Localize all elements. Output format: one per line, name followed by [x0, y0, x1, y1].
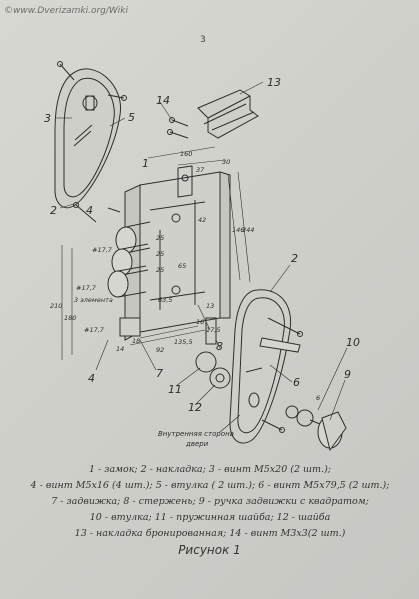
callout-13: 13	[267, 76, 281, 89]
dim-6: 6	[316, 394, 320, 402]
dim-37: 37	[196, 166, 205, 174]
legend-line-5: 13 - накладка бронированная; 14 - винт М…	[74, 528, 346, 539]
door-side-label: Внутренняя сторона двери	[158, 430, 234, 448]
screws-top-left	[57, 61, 127, 223]
figure-title: Рисунок 1	[178, 543, 241, 557]
lock-body	[124, 165, 231, 341]
handle-plate-right	[229, 289, 301, 444]
dim-146: 146	[232, 226, 244, 234]
armored-plate	[197, 89, 259, 139]
legend-line-2: 4 - винт М5х16 (4 шт.); 5 - втулка ( 2 ш…	[30, 480, 390, 491]
callout-3: 3	[44, 112, 51, 125]
callout-12: 12	[188, 401, 202, 414]
callout-7: 7	[156, 367, 163, 380]
dim-17-7b: #17,7	[76, 284, 97, 292]
dim-63-5: 63,5	[158, 296, 172, 304]
callout-6: 6	[293, 376, 300, 389]
dim-25b: 25	[156, 250, 164, 258]
dim-17-7a: #17,7	[92, 246, 113, 254]
callout-14: 14	[156, 94, 170, 107]
callout-9: 9	[344, 368, 351, 381]
dim-180: 180	[64, 314, 76, 322]
callout-2-top: 2	[50, 204, 57, 217]
watermark: ©www.Dverizamki.org/Wiki	[4, 6, 129, 16]
dim-244: 244	[242, 226, 254, 234]
dim-14: 14	[116, 345, 124, 353]
dim-16: 16	[196, 318, 204, 326]
legend-line-3: 7 - задвижка; 8 - стержень; 9 - ручка за…	[51, 496, 369, 507]
dim-160: 160	[180, 150, 192, 158]
callout-4-top: 4	[86, 204, 93, 217]
callout-1: 1	[142, 157, 149, 170]
dim-65: 65	[178, 262, 186, 270]
leader-lines	[56, 81, 348, 433]
page-number: 3	[200, 35, 206, 45]
washers	[195, 351, 231, 389]
legend-line-1: 1 - замок; 2 - накладка; 3 - винт М5х20 …	[89, 464, 331, 475]
dim-17-5: 17,5	[206, 326, 220, 334]
dim-18: 18	[132, 337, 140, 345]
door-label-line1: Внутренняя сторона	[158, 430, 234, 438]
dim-135-5: 135,5	[174, 338, 193, 346]
door-label-line2: двери	[185, 440, 209, 448]
legend-line-4: 10 - втулка; 11 - пружинная шайба; 12 - …	[89, 512, 331, 523]
screws-right	[261, 317, 303, 433]
dim-92: 92	[156, 346, 164, 354]
dim-3-elements: 3 элемента	[74, 296, 113, 304]
callout-4-bottom: 4	[88, 372, 95, 385]
callout-5: 5	[128, 111, 135, 124]
callout-numbers: 3 5 2 4 13 14 1 2 10 9 4 7 8 11 12 6	[44, 76, 360, 414]
callout-2-right: 2	[291, 252, 298, 265]
knob	[285, 405, 347, 452]
dim-30: 30	[222, 158, 230, 166]
callout-8: 8	[216, 340, 223, 353]
lock-overlay-plate-top	[54, 68, 121, 209]
dimension-lines	[61, 146, 251, 360]
callout-10: 10	[346, 336, 360, 349]
dim-17-7c: #17,7	[84, 326, 105, 334]
dim-25c: 25	[156, 266, 164, 274]
deadbolt-cylinders	[107, 221, 151, 337]
screws-14	[167, 117, 189, 139]
dim-210: 210	[50, 302, 62, 310]
dimension-labels: 160 30 37 146 244 42 65 63,5 13 16 25 25…	[50, 150, 320, 402]
dim-13: 13	[206, 302, 214, 310]
callout-11: 11	[168, 383, 182, 396]
dim-25a: 25	[156, 234, 164, 242]
rod	[205, 317, 217, 345]
dim-42: 42	[198, 216, 206, 224]
